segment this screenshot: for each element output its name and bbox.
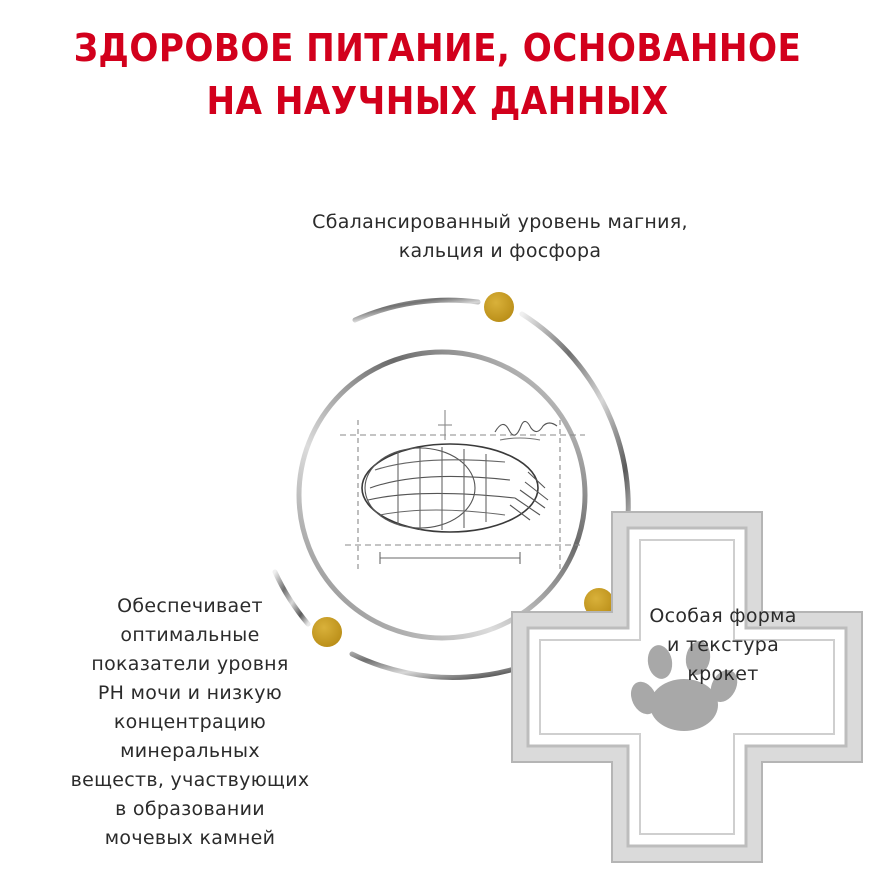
vet-cross-paw-icon	[511, 511, 863, 863]
feature-line: PH мочи и низкую	[97, 682, 283, 704]
feature-urine-ph-text: Обеспечивает оптимальные показатели уров…	[20, 592, 360, 853]
gold-dot-left	[312, 617, 342, 647]
paw-icon	[630, 641, 738, 731]
gold-dot-right	[584, 588, 614, 618]
feature-kibble-shape-text: Особая форма и текстура крокет	[608, 602, 838, 689]
feature-line: оптимальные	[120, 624, 260, 646]
feature-line: Особая форма	[649, 605, 797, 627]
feature-line: в образовании	[115, 798, 265, 820]
feature-line: показатели уровня	[91, 653, 289, 675]
feature-line: и текстура	[666, 634, 780, 656]
headline: ЗДОРОВОЕ ПИТАНИЕ, ОСНОВАННОЕ НА НАУЧНЫХ …	[44, 22, 832, 128]
headline-line-1: ЗДОРОВОЕ ПИТАНИЕ, ОСНОВАННОЕ	[73, 26, 802, 70]
inner-ring	[296, 349, 588, 641]
gold-dot-top	[484, 292, 514, 322]
kibble-sketch-icon	[340, 410, 585, 575]
feature-line: кальция и фосфора	[398, 240, 602, 262]
feature-minerals-text: Сбалансированный уровень магния, кальция…	[200, 208, 800, 266]
feature-line: Обеспечивает	[117, 595, 263, 617]
feature-line: минеральных	[120, 740, 260, 762]
feature-line: веществ, участвующих	[70, 769, 310, 791]
headline-line-2: НА НАУЧНЫХ ДАННЫХ	[206, 79, 669, 123]
feature-line: мочевых камней	[104, 827, 276, 849]
feature-line: концентрацию	[113, 711, 267, 733]
feature-line: крокет	[687, 663, 759, 685]
feature-line: Сбалансированный уровень магния,	[312, 211, 688, 233]
